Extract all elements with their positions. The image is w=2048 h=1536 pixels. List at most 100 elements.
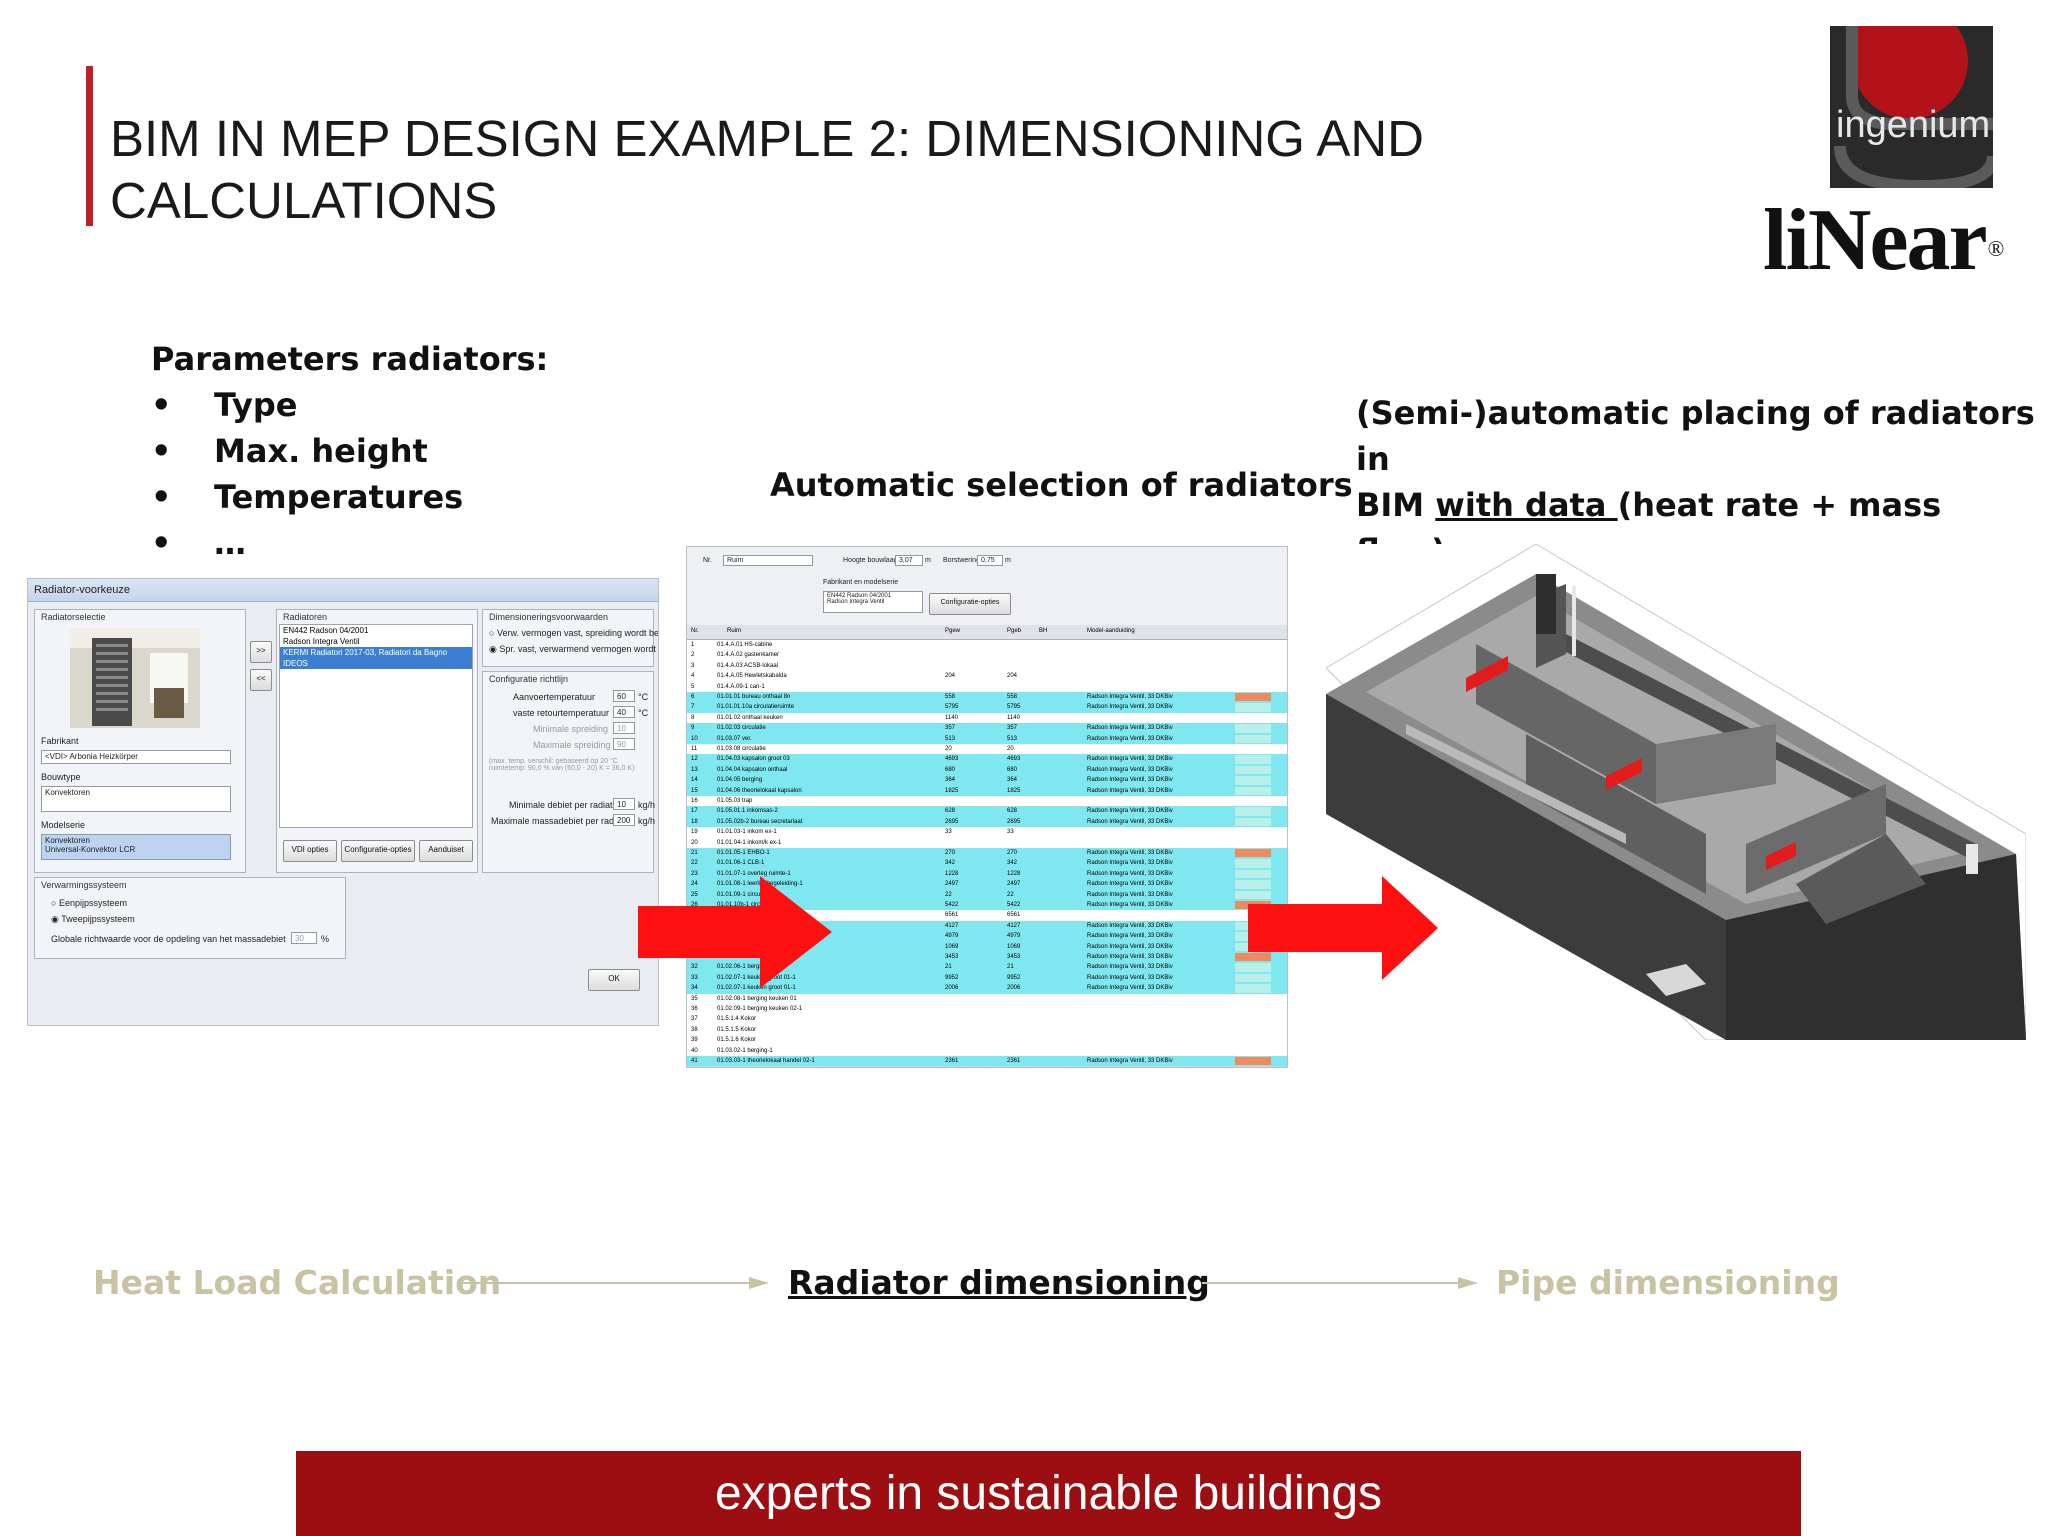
- radiator-list[interactable]: EN442 Radson 04/2001 Radson Integra Vent…: [279, 624, 473, 828]
- row-result-cell: [1235, 807, 1271, 816]
- radiator-list-item[interactable]: IDEOS: [280, 658, 472, 669]
- row-room: 01.01.07-1 overleg ruimte-1: [717, 870, 791, 877]
- radiators-group: Radiatoren EN442 Radson 04/2001 Radson I…: [276, 609, 478, 873]
- row-model: Radson Integra Ventil, 33 DKBiv: [1087, 704, 1173, 711]
- fabrikant-select[interactable]: <VDI> Arbonia Heizkörper: [41, 750, 231, 764]
- radio-one-pipe[interactable]: ○ Eenpijpssysteem: [51, 898, 127, 908]
- row-number: 16: [691, 798, 698, 804]
- row-room: 01.5.1.4 Kokor: [717, 1016, 757, 1023]
- row-number: 35: [691, 995, 698, 1002]
- spread-note: (max. temp. verschil: gebaseerd op 20 °C…: [489, 758, 635, 772]
- configuration-group: Configuratie richtlijn Aanvoertemperatuu…: [482, 671, 655, 873]
- unit-celsius: °C: [638, 692, 649, 702]
- return-temp-label: vaste retourtemperatuur: [513, 708, 610, 718]
- row-room: 01.02.07-1 keuken groot 01-1: [717, 985, 796, 992]
- auto-placing-with-data: with data: [1435, 486, 1618, 524]
- radiators-label: Radiatoren: [283, 612, 328, 622]
- option-fixed-power-label: Verw. vermogen vast, spreiding wordt bep…: [496, 628, 659, 638]
- radiator-list-item[interactable]: EN442 Radson 04/2001: [283, 626, 369, 635]
- row-power: 680: [945, 766, 956, 773]
- row-power-rounded: 357: [1007, 725, 1018, 732]
- configuration-options-button[interactable]: Configuratie-opties: [929, 593, 1011, 615]
- floor-height-input[interactable]: 3,07: [895, 555, 923, 566]
- radiator-selection-table: Nr. Ruim Hoogte bouwlaag 3,07 m Borstwer…: [686, 546, 1288, 1068]
- ingenium-logo: ingenium: [1830, 26, 1993, 188]
- row-power: 1228: [945, 870, 959, 877]
- row-number: 1: [691, 642, 695, 648]
- row-power-rounded: 5422: [1007, 902, 1021, 908]
- min-spread-input[interactable]: 10: [613, 722, 635, 734]
- row-room: 01.04.06 theorielokaal kapsalon: [717, 787, 802, 794]
- column-header: BH: [1039, 628, 1048, 634]
- modelserie-label: Modelserie: [41, 820, 86, 830]
- row-number: 17: [691, 808, 698, 815]
- row-power: 20: [945, 746, 952, 752]
- one-pipe-label: Eenpijpssysteem: [58, 898, 127, 908]
- vdi-options-button[interactable]: VDI opties: [283, 840, 337, 862]
- row-power-rounded: 2695: [1007, 818, 1021, 825]
- dimensioning-conditions-group: Dimensioneringsvoorwaarden ○ Verw. vermo…: [482, 609, 658, 667]
- unit-m: m: [925, 557, 931, 564]
- bim-building-render: [1326, 544, 2026, 1040]
- row-number: 26: [691, 902, 698, 908]
- row-room: 01.01.06-1 CLB-1: [717, 860, 765, 867]
- slide-title: BIM IN MEP DESIGN EXAMPLE 2: DIMENSIONIN…: [110, 110, 1424, 229]
- row-power-rounded: 9952: [1007, 974, 1021, 981]
- row-room: 01.04.04 kapsalon onthaal: [717, 766, 788, 773]
- row-room: 01.05.02b-2 bureau secretariaat: [717, 818, 803, 825]
- modelserie-select[interactable]: Konvektoren Universal-Konvektor LCR: [41, 834, 231, 860]
- table-header-row: Nr. Ruim Pgew Pgeb BH Model-aanduiding: [687, 625, 1287, 640]
- row-room: 01.01.09-1 circulatie: [717, 891, 772, 898]
- row-number: 2: [691, 652, 695, 659]
- dialog-title: Radiator-voorkeuze: [28, 579, 658, 602]
- aanduiset-button[interactable]: Aanduiset: [419, 840, 473, 862]
- row-number: 24: [691, 881, 698, 888]
- row-room: 01.02.09-1 berging keuken 02-1: [717, 1006, 803, 1012]
- radiator-selection-group: Radiatorselectie Fabrikant <VDI> Arbonia…: [34, 609, 246, 873]
- row-power-rounded: 4693: [1007, 756, 1021, 763]
- room-input[interactable]: Ruim: [723, 555, 813, 566]
- remove-radiator-button[interactable]: <<: [250, 669, 272, 691]
- row-result-cell: [1235, 849, 1271, 858]
- red-arrow-right-icon: [638, 876, 832, 988]
- manufacturer-value-1: EN442 Radson 04/2001: [827, 593, 892, 599]
- row-model: Radson Integra Ventil, 33 DKBiv: [1087, 933, 1173, 940]
- radio-option-fixed-spread[interactable]: ◉ Spr. vast, verwarmend vermogen wordt b…: [489, 644, 658, 655]
- room-number-label: Nr.: [703, 557, 712, 564]
- row-power-rounded: 342: [1007, 860, 1018, 867]
- ok-button[interactable]: OK: [588, 969, 640, 991]
- row-room: 01.04.03 kapsalon groot 03: [717, 756, 790, 763]
- radio-option-fixed-power[interactable]: ○ Verw. vermogen vast, spreiding wordt b…: [489, 628, 659, 638]
- configuration-options-button[interactable]: Configuratie-opties: [341, 840, 415, 862]
- supply-temp-input[interactable]: 60: [613, 690, 635, 702]
- row-result-cell: [1235, 859, 1271, 868]
- row-result-cell: [1235, 734, 1271, 743]
- parapet-input[interactable]: 0,75: [977, 555, 1003, 566]
- radiator-preference-dialog: Radiator-voorkeuze Radiatorselectie Fabr…: [27, 578, 659, 1026]
- radio-two-pipe[interactable]: ◉ Tweepijpssysteem: [51, 914, 135, 924]
- return-temp-input[interactable]: 40: [613, 706, 635, 718]
- row-power-rounded: 2006: [1007, 985, 1021, 992]
- max-flow-input[interactable]: 200: [613, 814, 635, 826]
- min-flow-input[interactable]: 10: [613, 798, 635, 810]
- manufacturer-select[interactable]: EN442 Radson 04/2001 Radson Integra Vent…: [823, 591, 923, 613]
- row-power-rounded: 5795: [1007, 704, 1021, 711]
- bouwtype-select[interactable]: Konvektoren: [41, 786, 231, 812]
- row-power: 204: [945, 673, 956, 680]
- row-number: 9: [691, 725, 695, 732]
- parameter-item: Max. height: [151, 432, 463, 478]
- radiator-list-item[interactable]: Radson Integra Ventil: [283, 637, 360, 646]
- radiator-list-item[interactable]: KERMI Radiatori 2017-03, Radiatori da Ba…: [280, 647, 472, 658]
- row-power-rounded: 2497: [1007, 881, 1021, 888]
- row-model: Radson Integra Ventil, 33 DKBiv: [1087, 694, 1173, 700]
- radiator-marker: [1766, 842, 1796, 870]
- global-value-input[interactable]: 30: [291, 932, 317, 944]
- row-power: 6561: [945, 912, 959, 919]
- two-pipe-label: Tweepijpssysteem: [61, 914, 135, 924]
- add-radiator-button[interactable]: >>: [250, 641, 272, 663]
- min-spread-label: Minimale spreiding: [533, 724, 609, 734]
- supply-temp-label: Aanvoertemperatuur: [513, 692, 596, 702]
- max-spread-input[interactable]: 90: [613, 738, 635, 750]
- auto-placing-line1: (Semi-)automatic placing of radiators in: [1356, 394, 2035, 478]
